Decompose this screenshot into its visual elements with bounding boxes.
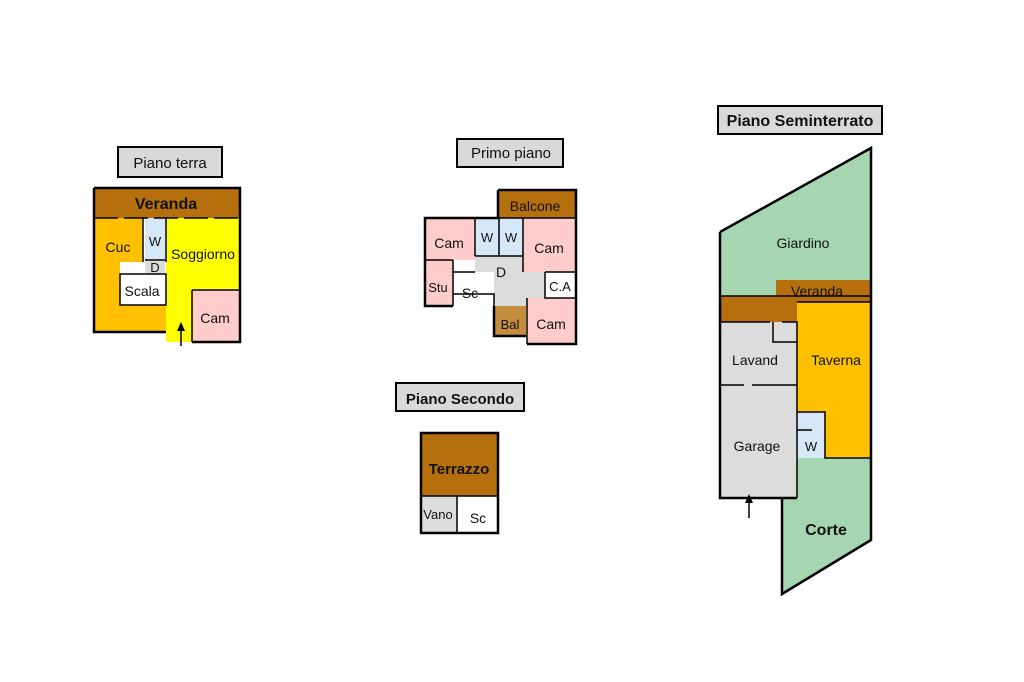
label-corte: Corte [805, 522, 847, 539]
room-balcone [498, 190, 576, 218]
garage-entrance-arrow-icon [745, 494, 753, 518]
piano-secondo-title: Piano Secondo [406, 391, 514, 408]
room-w-2 [499, 218, 523, 256]
primo-piano-title-box [456, 138, 564, 168]
label-w-semi: W [805, 439, 818, 454]
piano-terra-title: Piano terra [133, 155, 207, 172]
room-w-1 [475, 218, 499, 256]
room-cam-3 [527, 298, 576, 344]
room-w [145, 218, 165, 260]
piano-seminterrato-title-box [717, 105, 883, 135]
label-stu: Stu [428, 280, 448, 295]
label-vano: Vano [423, 507, 452, 522]
walls-piano-secondo [419, 431, 500, 535]
room-ca [545, 272, 576, 298]
room-vano [421, 496, 457, 533]
room-cucina [94, 218, 166, 332]
room-studio [425, 260, 453, 306]
room-giardino [720, 148, 871, 296]
room-bal [494, 306, 526, 336]
room-cam-1 [425, 218, 475, 260]
label-w-2: W [505, 230, 518, 245]
label-sc-primo: Sc [462, 285, 478, 301]
label-veranda: Veranda [135, 196, 197, 213]
label-bal: Bal [501, 317, 520, 332]
label-cam-2: Cam [534, 240, 564, 256]
label-veranda-semi: Veranda [791, 283, 843, 299]
room-w-semi [797, 412, 825, 458]
floor-piano-terra: Piano terra Veranda Cuc W D Soggiorno Sc… [92, 146, 242, 346]
room-lavand-garage [720, 322, 797, 498]
label-w-1: W [481, 230, 494, 245]
label-d-primo: D [496, 264, 506, 280]
room-corte [782, 458, 871, 594]
label-lavand: Lavand [732, 352, 778, 368]
piano-secondo-title-box [395, 382, 525, 412]
label-cam-3: Cam [536, 316, 566, 332]
floor-primo-piano: Primo piano Balcone Cam W W Cam D Stu Sc… [423, 138, 578, 346]
label-ca: C.A [549, 279, 571, 294]
primo-piano-title: Primo piano [471, 145, 551, 162]
floor-piano-seminterrato: Piano Seminterrato Giardino Veranda Lava… [717, 105, 883, 597]
room-taverna [797, 302, 871, 458]
room-sc-secondo [457, 496, 498, 533]
piano-seminterrato-title: Piano Seminterrato [727, 113, 874, 130]
label-cuc: Cuc [106, 239, 131, 255]
room-terrazzo [421, 433, 498, 496]
walls-primo-piano [423, 188, 578, 346]
walls-piano-seminterrato [718, 145, 873, 597]
room-veranda-semi [720, 280, 871, 322]
label-d: D [150, 260, 159, 275]
room-scala [120, 274, 166, 305]
label-taverna: Taverna [811, 352, 861, 368]
room-soggiorno [166, 218, 240, 342]
piano-terra-title-box [117, 146, 223, 178]
label-balcone: Balcone [510, 198, 561, 214]
label-sc-secondo: Sc [470, 510, 486, 526]
walls-piano-terra [92, 186, 242, 344]
label-soggiorno: Soggiorno [171, 246, 235, 262]
label-cam-1: Cam [434, 235, 464, 251]
room-cam [192, 290, 240, 342]
room-disimpegno [145, 260, 165, 274]
room-veranda [94, 188, 240, 218]
label-garage: Garage [734, 438, 781, 454]
entrance-arrow-icon [177, 322, 185, 346]
label-cam: Cam [200, 310, 230, 326]
label-w: W [149, 234, 162, 249]
room-cam-2 [523, 218, 576, 272]
label-giardino: Giardino [777, 235, 830, 251]
room-sc-primo [453, 272, 494, 306]
label-terrazzo: Terrazzo [429, 461, 490, 478]
label-scala: Scala [124, 283, 159, 299]
floor-piano-secondo: Piano Secondo Terrazzo Vano Sc [395, 382, 525, 535]
